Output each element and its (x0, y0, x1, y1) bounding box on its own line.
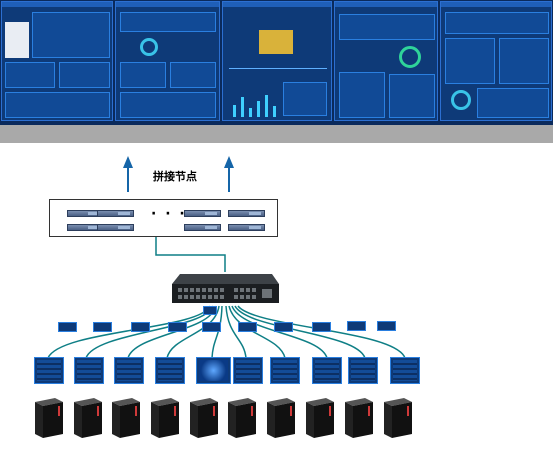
source-monitor (312, 357, 342, 384)
splicing-node-box (49, 199, 278, 237)
source-monitor (196, 357, 231, 384)
arrow-up-right-head (224, 156, 234, 168)
ellipsis: · · · (151, 206, 187, 222)
wall-screen (222, 1, 332, 121)
small-monitor (58, 322, 77, 332)
arrow-up-left-head (123, 156, 133, 168)
node-device (228, 224, 265, 231)
pc-tower-icon (151, 398, 179, 438)
source-monitor (270, 357, 300, 384)
small-monitor (312, 322, 331, 332)
node-switch-cable (155, 237, 226, 272)
video-wall (0, 0, 553, 125)
small-monitor (203, 306, 217, 315)
small-monitor (274, 322, 293, 332)
pc-tower-icon (112, 398, 140, 438)
wall-screen (1, 1, 113, 121)
source-monitor (34, 357, 64, 384)
small-monitor (202, 322, 221, 332)
source-monitor (233, 357, 263, 384)
node-device (97, 210, 134, 217)
pc-tower-icon (345, 398, 373, 438)
pc-tower-icon (267, 398, 295, 438)
node-label: 拼接节点 (153, 170, 197, 183)
wall-screen (115, 1, 220, 121)
small-monitor (131, 322, 150, 332)
small-monitor (347, 321, 366, 331)
video-wall-base (0, 125, 553, 143)
pc-tower-icon (384, 398, 412, 438)
source-monitor (74, 357, 104, 384)
pc-tower-icon (74, 398, 102, 438)
pc-tower-icon (306, 398, 334, 438)
pc-tower-icon (35, 398, 63, 438)
node-device (228, 210, 265, 217)
pc-tower-icon (190, 398, 218, 438)
small-monitor (238, 322, 257, 332)
small-monitor (93, 322, 112, 332)
source-monitor (155, 357, 185, 384)
source-monitor (348, 357, 378, 384)
pc-tower-icon (228, 398, 256, 438)
node-device (184, 224, 221, 231)
fanout-cables (47, 305, 406, 359)
wall-screen (334, 1, 438, 121)
small-monitor (168, 322, 187, 332)
network-switch (172, 274, 279, 303)
node-device (97, 224, 134, 231)
wall-screen (440, 1, 552, 121)
source-monitor (390, 357, 420, 384)
node-device (184, 210, 221, 217)
small-monitor (377, 321, 396, 331)
source-monitor (114, 357, 144, 384)
